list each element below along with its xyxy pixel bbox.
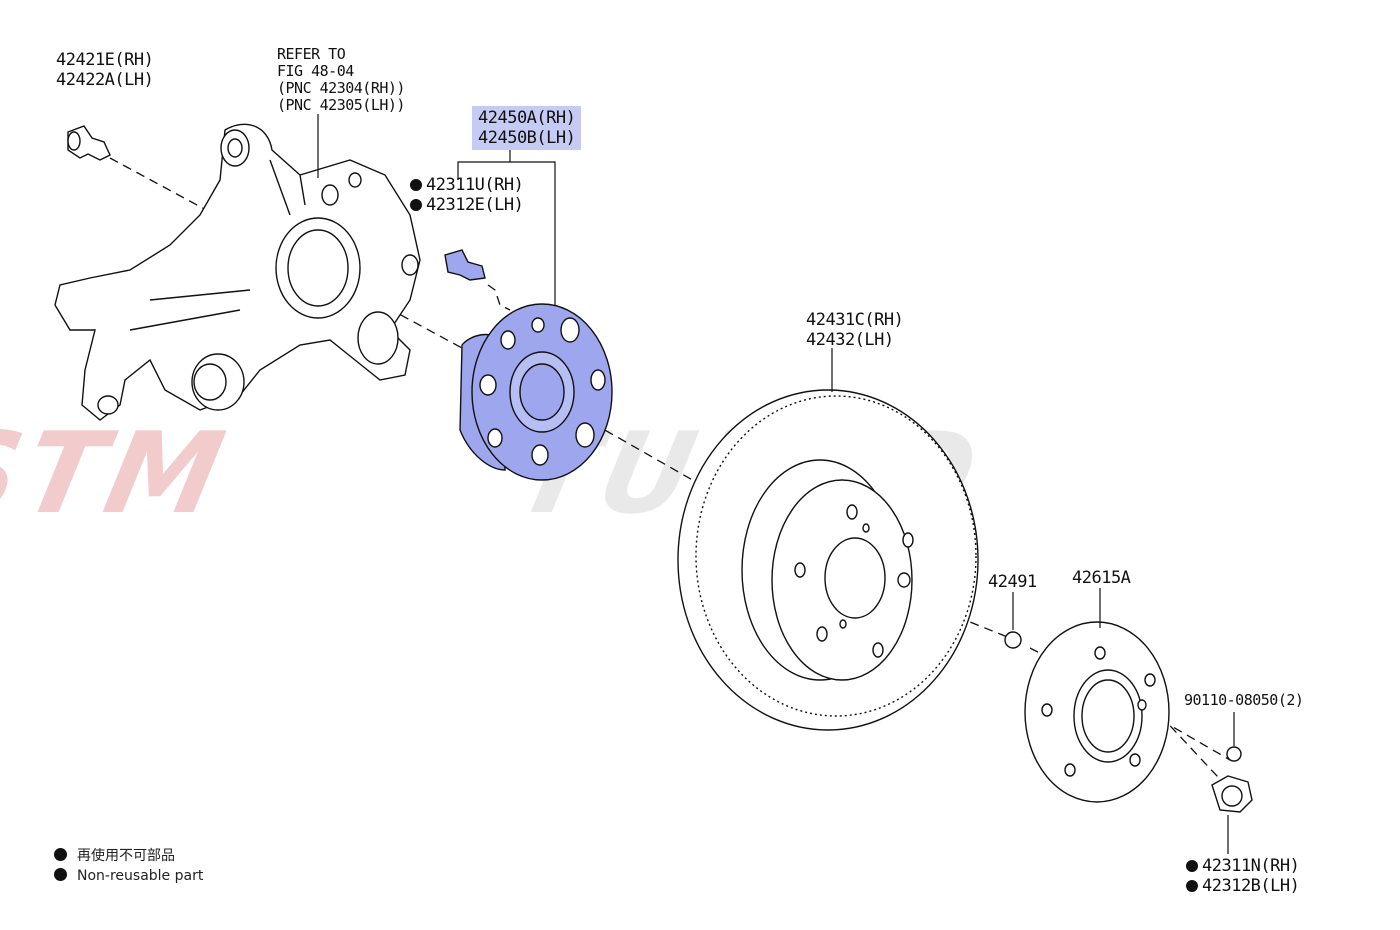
label-hub-bolt-lh: 42312E(LH) bbox=[426, 195, 524, 215]
watermark-stm: STM bbox=[0, 408, 240, 539]
backing-plate bbox=[1024, 621, 1170, 803]
label-knuckle-bolt-lh: 42422A(LH) bbox=[56, 70, 154, 90]
legend-dot-en bbox=[54, 868, 67, 881]
hub-bolt bbox=[444, 249, 486, 281]
label-hub-nut: 42311N(RH)42312B(LH) bbox=[1186, 856, 1300, 896]
legend-jp-text: 再使用不可部品 bbox=[77, 848, 175, 864]
label-hub-lh: 42450B(LH) bbox=[478, 128, 576, 148]
legend-en-text: Non-reusable part bbox=[77, 868, 204, 884]
label-refer-line4: (PNC 42305(LH)) bbox=[277, 96, 405, 114]
label-knuckle-bolt-rh: 42421E(RH) bbox=[56, 50, 154, 70]
screw bbox=[1226, 746, 1242, 762]
leader-lines bbox=[317, 114, 1235, 854]
non-reusable-dot bbox=[410, 199, 422, 211]
label-refer-line1: REFER TO bbox=[277, 45, 346, 63]
label-refer-line3: (PNC 42304(RH)) bbox=[277, 79, 405, 97]
legend-dot-jp bbox=[54, 848, 67, 861]
wheel-hub bbox=[459, 303, 613, 481]
legend-en: Non-reusable part bbox=[54, 868, 203, 884]
label-hub-nut-rh: 42311N(RH) bbox=[1202, 856, 1300, 876]
non-reusable-dot bbox=[410, 179, 422, 191]
label-plug: 42491 bbox=[988, 572, 1037, 592]
label-disc-lh: 42432(LH) bbox=[806, 330, 894, 350]
label-disc: 42431C(RH)42432(LH) bbox=[806, 310, 904, 350]
hub-nut bbox=[1211, 775, 1253, 813]
label-refer-line2: FIG 48-04 bbox=[277, 62, 354, 80]
label-disc-rh: 42431C(RH) bbox=[806, 310, 904, 330]
non-reusable-dot bbox=[1186, 880, 1198, 892]
label-hub-bolt-rh: 42311U(RH) bbox=[426, 175, 524, 195]
non-reusable-dot bbox=[1186, 860, 1198, 872]
label-backing-plate: 42615A bbox=[1072, 568, 1131, 588]
label-hub: 42450A(RH)42450B(LH) bbox=[472, 106, 582, 150]
knuckle-bolt bbox=[67, 125, 111, 161]
legend-jp: 再使用不可部品 bbox=[54, 845, 175, 865]
steering-knuckle bbox=[54, 123, 421, 421]
brake-disc bbox=[677, 389, 979, 731]
hole-plug bbox=[1004, 631, 1022, 649]
label-screw: 90110-08050(2) bbox=[1184, 691, 1304, 709]
label-hub-rh: 42450A(RH) bbox=[478, 108, 576, 128]
label-hub-nut-lh: 42312B(LH) bbox=[1202, 876, 1300, 896]
label-knuckle-bolt: 42421E(RH)42422A(LH) bbox=[56, 50, 154, 90]
label-hub-bolt: 42311U(RH)42312E(LH) bbox=[410, 175, 524, 215]
